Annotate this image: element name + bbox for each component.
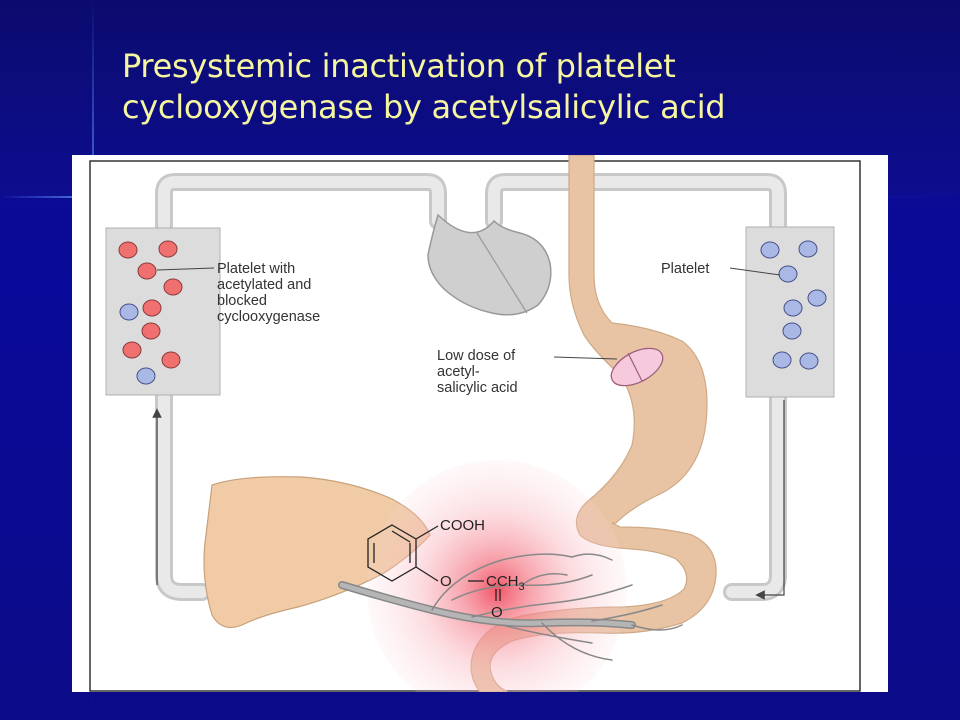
- label-carbonyl-oxygen: O: [491, 604, 503, 621]
- label-carboxyl-group: COOH: [440, 517, 485, 534]
- aspirin-tablet: [610, 347, 664, 387]
- platelet-normal: [760, 241, 780, 259]
- label-line: blocked: [217, 293, 267, 309]
- acetylated-platelets: [118, 240, 183, 385]
- platelet-acetylated: [137, 262, 157, 280]
- aspirin-presystemic-diagram: Platelet with acetylated and blocked cyc…: [89, 155, 861, 692]
- leader-line-aspirin: [553, 356, 618, 360]
- slide-title-line-1: Presystemic inactivation of platelet: [122, 47, 676, 85]
- platelet-acetylated: [118, 241, 138, 259]
- label-acetyl-subscript: 3: [519, 581, 525, 593]
- label-line: cyclooxygenase: [217, 309, 320, 325]
- label-line: acetylated and: [217, 277, 311, 293]
- platelet-normal: [799, 352, 819, 370]
- diagram-panel: Platelet with acetylated and blocked cyc…: [72, 155, 888, 692]
- label-acetyl-group-text: CCH: [486, 573, 519, 590]
- label-acetyl-group: CCH3: [486, 573, 525, 593]
- platelet-acetylated: [142, 299, 162, 317]
- label-line: Low dose of: [437, 348, 516, 364]
- label-ester-oxygen: O: [440, 573, 452, 590]
- acetylsalicylic-acid-structure: [367, 524, 501, 601]
- platelet-normal: [807, 289, 827, 307]
- platelet-acetylated: [163, 278, 183, 296]
- label-line: acetyl-: [437, 364, 480, 380]
- flow-arrow-down: [755, 400, 785, 600]
- slide-title: Presystemic inactivation of platelet cyc…: [122, 46, 922, 128]
- platelet-normal: [798, 240, 818, 258]
- slide-title-line-2: cyclooxygenase by acetylsalicylic acid: [122, 88, 726, 126]
- label-acetylated-platelet: Platelet with acetylated and blocked cyc…: [217, 261, 320, 325]
- platelet-normal: [782, 322, 802, 340]
- platelet-normal: [772, 351, 792, 369]
- platelet-normal: [783, 299, 803, 317]
- platelet-acetylated: [161, 351, 181, 369]
- platelet-acetylated: [122, 341, 142, 359]
- label-line: salicylic acid: [437, 380, 518, 396]
- heart: [427, 213, 552, 316]
- leader-line-platelet: [729, 267, 781, 276]
- absorption-glow: [367, 460, 627, 692]
- label-aspirin-dose: Low dose of acetyl- salicylic acid: [437, 348, 518, 396]
- normal-platelets: [760, 240, 827, 370]
- platelet-normal: [778, 265, 798, 283]
- platelet-normal: [119, 303, 139, 321]
- heart-septum: [476, 232, 528, 314]
- label-platelet: Platelet: [661, 261, 709, 277]
- platelet-acetylated: [141, 322, 161, 340]
- platelet-normal: [136, 367, 156, 385]
- leader-line-acetylated: [156, 267, 215, 271]
- platelet-acetylated: [158, 240, 178, 258]
- portal-vein: [338, 553, 683, 661]
- label-line: Platelet with: [217, 261, 295, 277]
